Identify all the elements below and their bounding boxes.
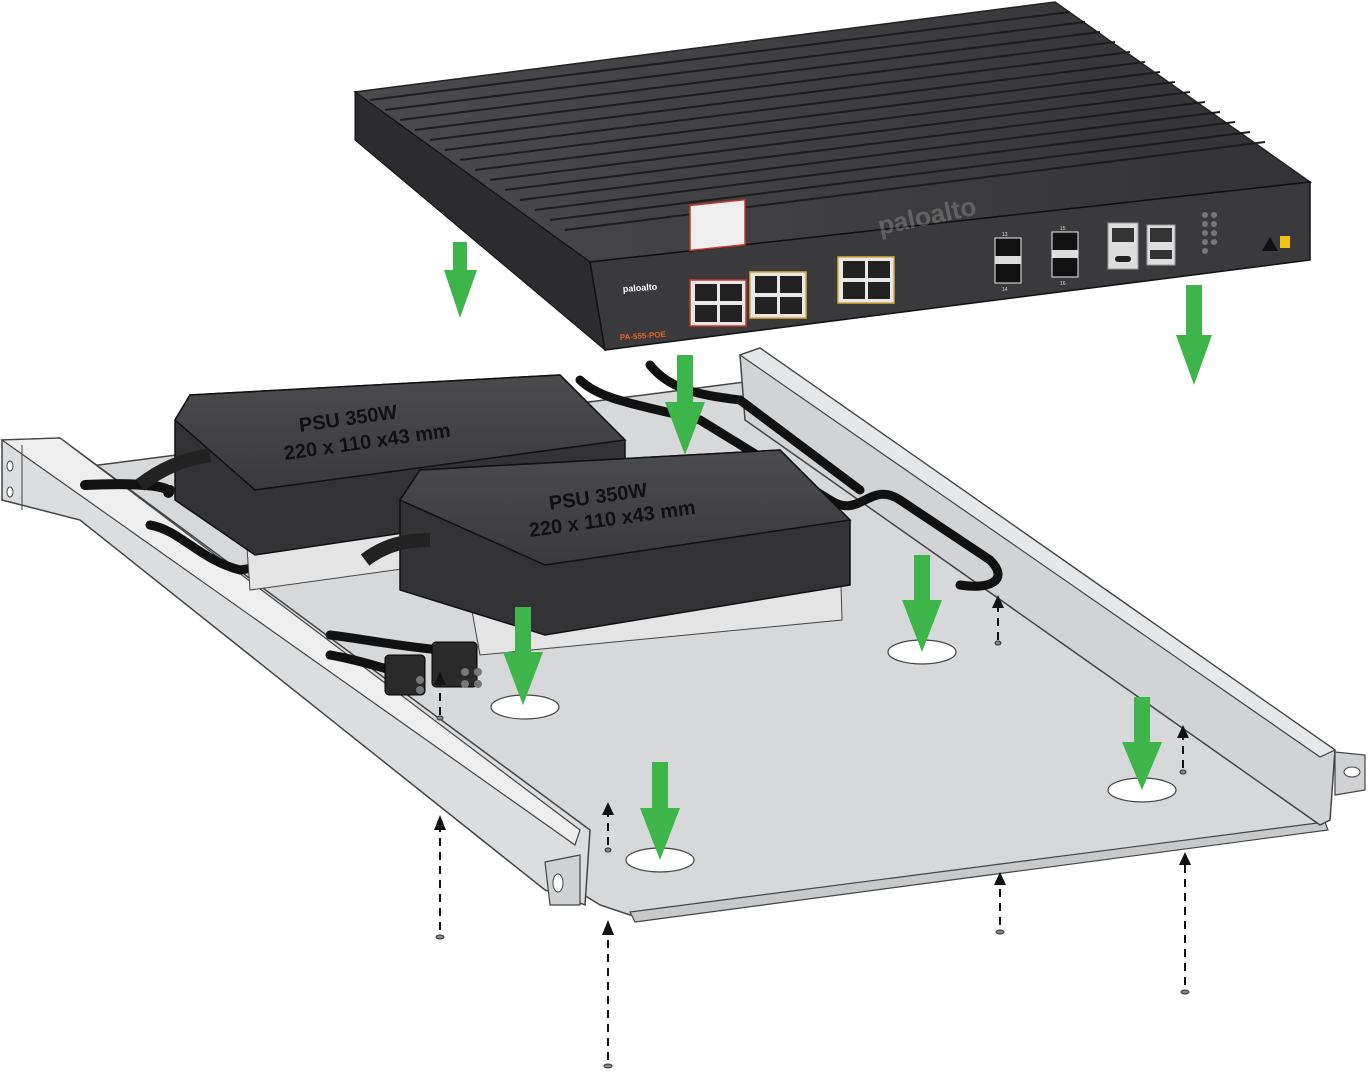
power-cable [325,630,445,655]
screw [1179,769,1187,775]
screw [604,847,612,853]
screws [435,640,1190,1069]
firewall-device: paloalto PA-555-POE paloalto 13 14 15 16 [353,1,1313,352]
rj45-ports-group-1 [689,198,746,252]
screw [994,640,1002,646]
placement-arrows [444,242,1212,860]
power-cable [80,479,175,498]
down-arrow [503,607,543,705]
screw [603,1063,613,1069]
status-leds [1202,212,1217,254]
esd-warning-icon [1262,237,1278,251]
hazard-label-icon [1280,236,1290,248]
sfp-label-14: 14 [1002,287,1008,293]
down-arrow [1176,285,1212,385]
mount-hole [6,486,14,498]
down-arrow [640,762,680,860]
down-arrow [444,242,477,318]
tray-front-lip [629,821,1329,923]
screw [1180,989,1190,995]
power-connector [384,641,482,696]
screw [995,929,1005,935]
screw [436,715,444,721]
sfp-label-16: 16 [1060,281,1066,287]
down-arrow [902,555,942,652]
power-cable [145,520,405,575]
mount-hole [6,460,14,472]
screw-arrows [439,608,1186,1060]
sfp-label-13: 13 [1002,232,1008,238]
model-label: PA-555-POE [620,330,667,342]
screw [435,934,445,940]
power-cable [575,375,1003,591]
psu-2: PSU 350W 220 x 110 x43 mm [360,449,852,656]
down-arrow [1122,697,1162,790]
screw-arrowheads [434,595,1191,935]
sfp-label-15: 15 [1060,226,1066,232]
brand-logo: paloalto [622,282,658,294]
down-arrow [665,355,705,455]
